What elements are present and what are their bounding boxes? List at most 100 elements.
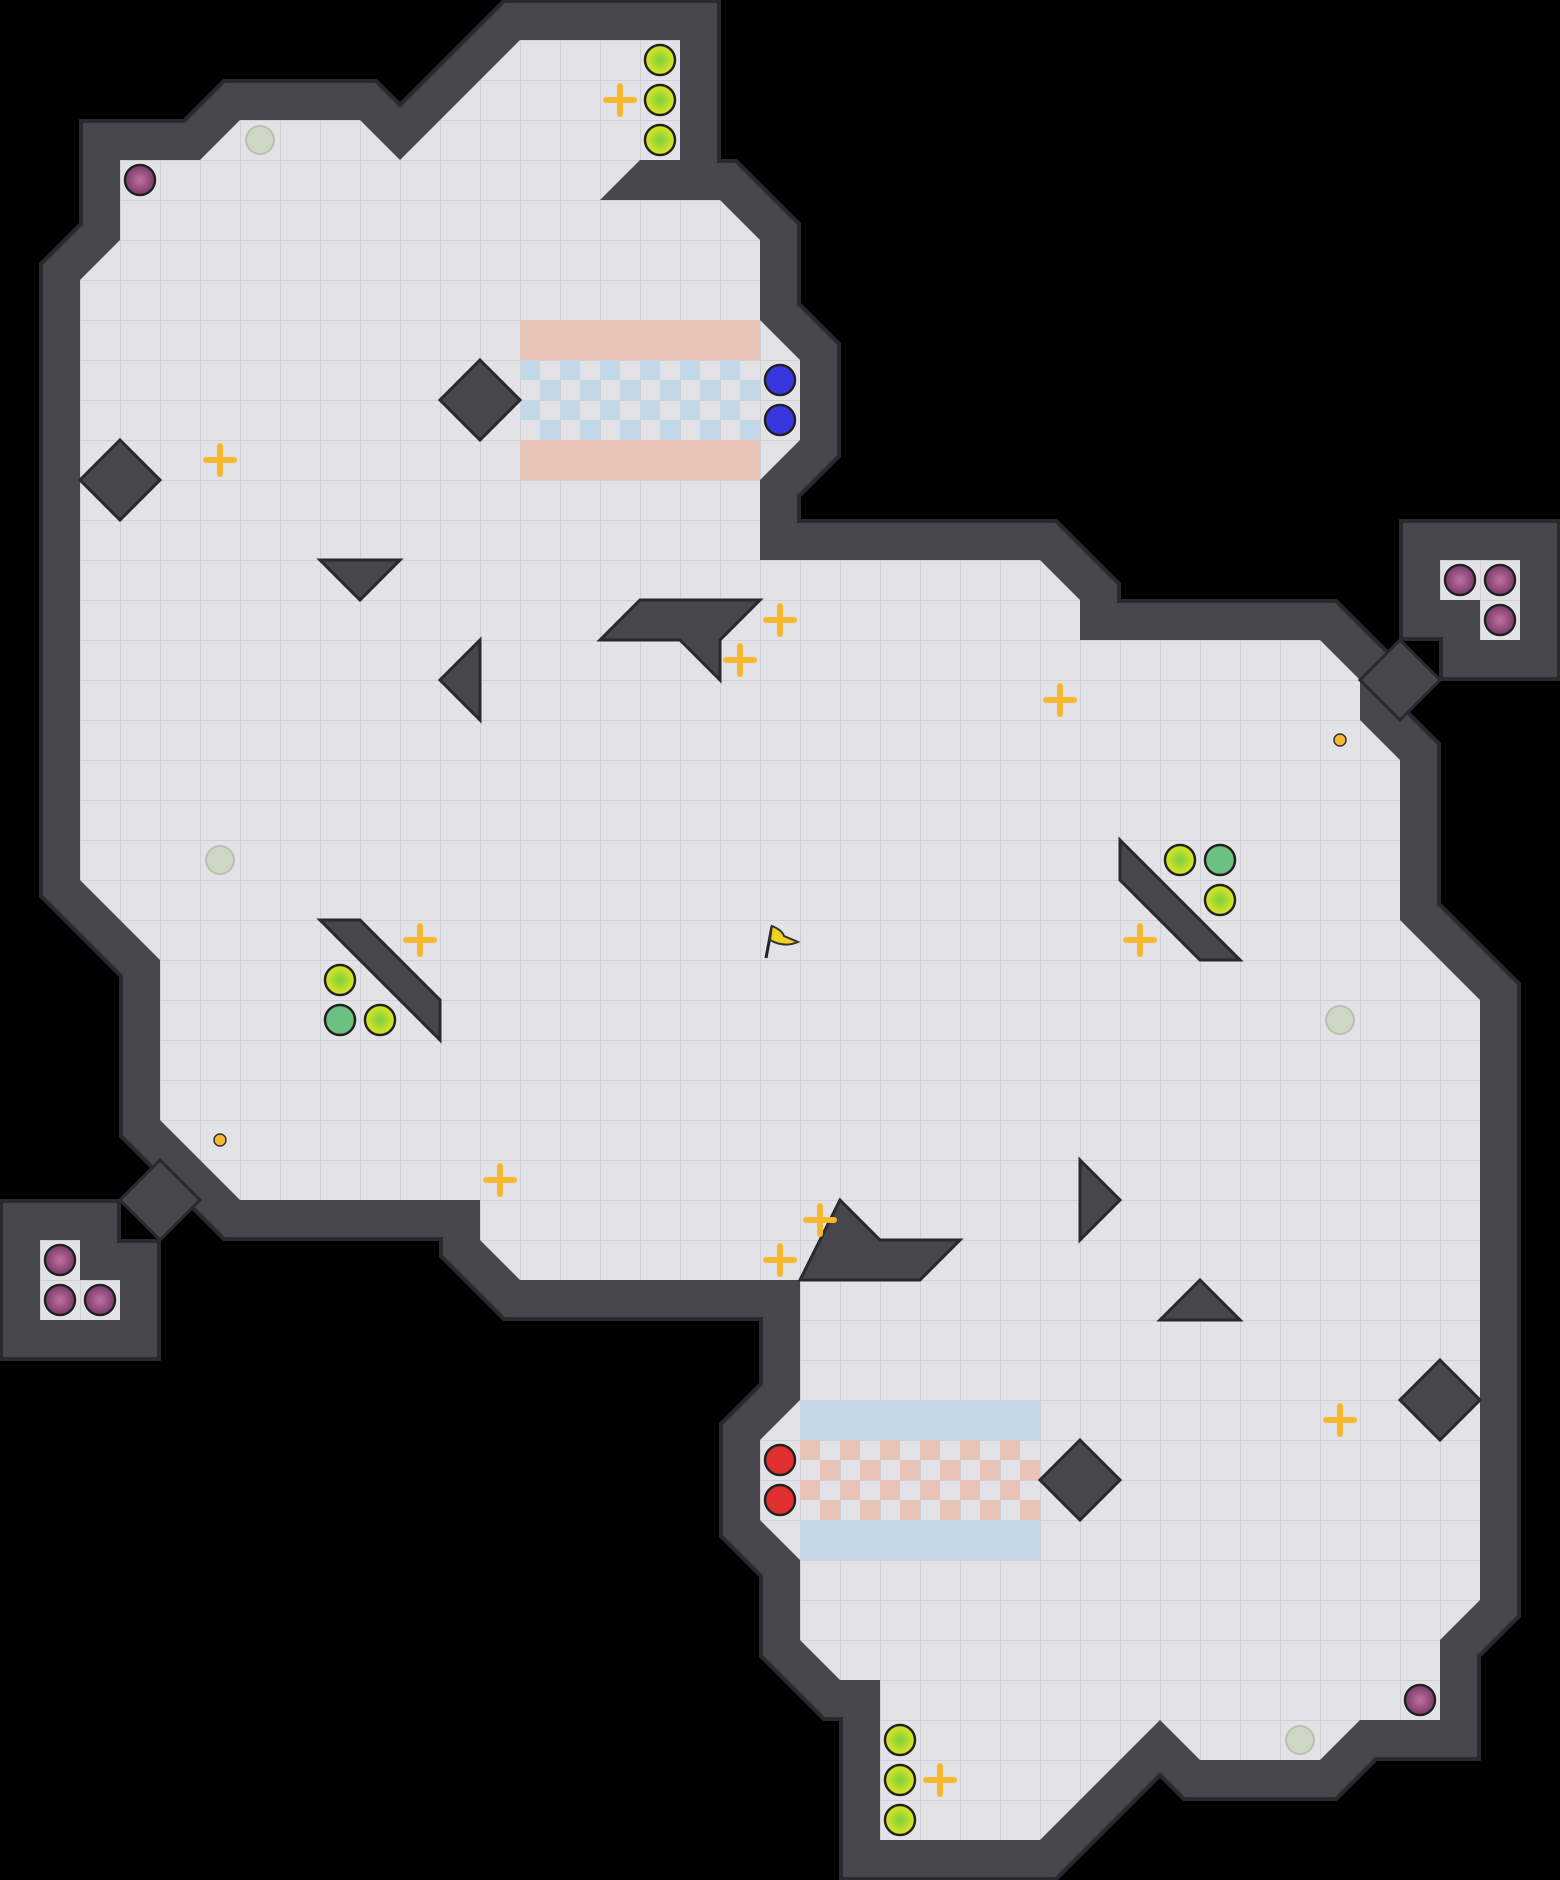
blue-gate-checker xyxy=(740,380,760,400)
spawn-marker xyxy=(245,125,275,155)
red-gate-checker xyxy=(840,1440,860,1460)
yellow-ball xyxy=(643,43,677,77)
bomb-icon xyxy=(83,1283,117,1317)
blue-gate-checker xyxy=(740,420,760,440)
boost-icon xyxy=(603,83,637,117)
yellow-ball xyxy=(883,1723,917,1757)
blue-gate-checker xyxy=(540,380,560,400)
yellow-ball xyxy=(643,83,677,117)
bomb-icon xyxy=(123,163,157,197)
wall-block xyxy=(1357,637,1443,723)
red-gate-checker xyxy=(820,1500,840,1520)
wall-block xyxy=(117,1157,203,1243)
blue-gate-checker xyxy=(640,400,660,420)
bomb-icon xyxy=(1403,1683,1437,1717)
blue-gate-checker xyxy=(700,420,720,440)
wall-block xyxy=(316,918,442,1044)
blue-gate-checker xyxy=(520,360,540,380)
blue-gate-checker xyxy=(600,400,620,420)
boost-icon xyxy=(723,643,757,677)
wall-block xyxy=(596,598,764,684)
blue-gate xyxy=(800,1520,1040,1560)
blue-gate-checker xyxy=(680,360,700,380)
blue-gate-checker xyxy=(580,380,600,400)
red-gate-checker xyxy=(1020,1460,1040,1480)
spawn-marker xyxy=(1285,1725,1315,1755)
red-ball xyxy=(763,1483,797,1517)
red-ball xyxy=(763,1443,797,1477)
red-gate-checker xyxy=(860,1500,880,1520)
red-gate-checker xyxy=(900,1460,920,1480)
blue-gate-checker xyxy=(700,380,720,400)
red-gate-checker xyxy=(980,1460,1000,1480)
blue-gate-checker xyxy=(560,360,580,380)
wall-block xyxy=(1078,1156,1123,1244)
green-striped-ball xyxy=(323,1003,357,1037)
blue-gate-checker xyxy=(640,360,660,380)
blue-gate-checker xyxy=(720,400,740,420)
yellow-ball xyxy=(883,1803,917,1837)
red-gate-checker xyxy=(880,1480,900,1500)
blue-gate-checker xyxy=(560,400,580,420)
red-gate-checker xyxy=(800,1480,820,1500)
blue-ball xyxy=(763,363,797,397)
bomb-icon xyxy=(1443,563,1477,597)
blue-gate-checker xyxy=(620,420,640,440)
blue-gate-checker xyxy=(540,420,560,440)
blue-gate-checker xyxy=(520,400,540,420)
bomb-icon xyxy=(1483,603,1517,637)
red-gate xyxy=(520,320,760,360)
objects-layer xyxy=(43,43,1517,1837)
blue-gate xyxy=(800,1400,1040,1440)
blue-gate-checker xyxy=(620,380,640,400)
red-gate-checker xyxy=(880,1440,900,1460)
wall-block xyxy=(77,437,163,523)
boost-icon xyxy=(763,1243,797,1277)
blue-gate-checker xyxy=(600,360,620,380)
wall-block xyxy=(437,357,523,443)
blue-gate-checker xyxy=(660,380,680,400)
red-gate-checker xyxy=(1020,1500,1040,1520)
boost-icon xyxy=(1043,683,1077,717)
boost-icon xyxy=(403,923,437,957)
red-gate-checker xyxy=(800,1440,820,1460)
wall-block xyxy=(437,636,482,724)
boost-icon xyxy=(1123,923,1157,957)
boost-icon xyxy=(203,443,237,477)
red-gate-checker xyxy=(920,1440,940,1460)
wall-block xyxy=(1397,1357,1483,1443)
wall-block xyxy=(1037,1437,1123,1523)
blue-gate-checker xyxy=(680,400,700,420)
boost-icon xyxy=(923,1763,957,1797)
blue-ball xyxy=(763,403,797,437)
wall-block xyxy=(1156,1277,1244,1322)
red-gate-checker xyxy=(1000,1440,1020,1460)
red-gate-checker xyxy=(1000,1480,1020,1500)
red-gate-checker xyxy=(920,1480,940,1500)
wall-block xyxy=(797,1197,964,1282)
portal-dot xyxy=(1333,733,1347,747)
boost-icon xyxy=(763,603,797,637)
neutral-flag-icon xyxy=(768,924,801,946)
boost-icon xyxy=(803,1203,837,1237)
red-gate-checker xyxy=(960,1480,980,1500)
wall-block xyxy=(316,558,404,603)
wall-block xyxy=(1118,836,1244,962)
boost-icon xyxy=(1323,1403,1357,1437)
blue-gate-checker xyxy=(720,360,740,380)
spawn-marker xyxy=(205,845,235,875)
red-gate-checker xyxy=(940,1460,960,1480)
red-gate-checker xyxy=(940,1500,960,1520)
yellow-ball xyxy=(1203,883,1237,917)
blue-gate-checker xyxy=(660,420,680,440)
spawn-marker xyxy=(1325,1005,1355,1035)
red-gate-checker xyxy=(860,1460,880,1480)
red-gate-checker xyxy=(820,1460,840,1480)
yellow-ball xyxy=(323,963,357,997)
portal-dot xyxy=(213,1133,227,1147)
yellow-ball xyxy=(643,123,677,157)
bomb-icon xyxy=(1483,563,1517,597)
bomb-icon xyxy=(43,1283,77,1317)
red-gate-checker xyxy=(900,1500,920,1520)
